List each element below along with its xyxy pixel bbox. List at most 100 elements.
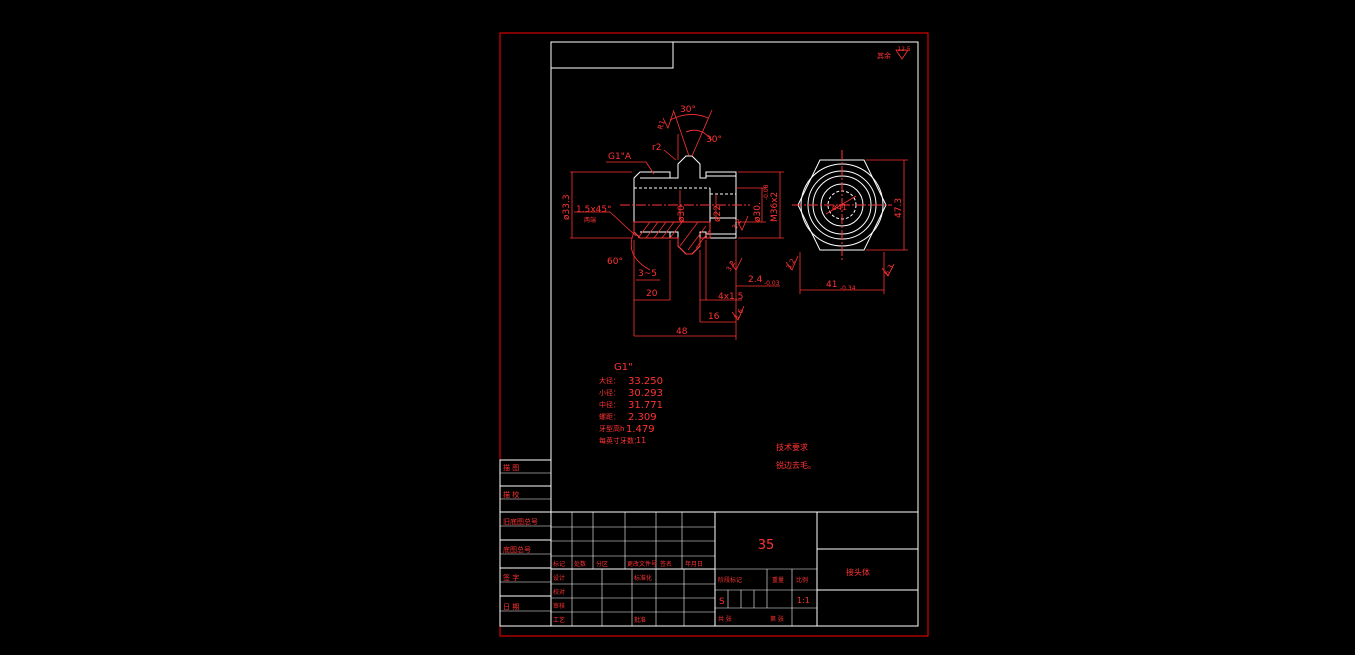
dim-text-len24: 2.4 (748, 275, 763, 285)
title-block (550, 511, 919, 627)
role-label: 校对 (553, 588, 565, 596)
side-strip-cell: 描 校 (503, 490, 519, 499)
roughness-note-label: 其余 (877, 51, 891, 60)
dim-text-len48: 48 (676, 327, 688, 337)
angle-arc-1 (669, 114, 709, 121)
roughness-note: 其余 12.5 (877, 46, 911, 60)
thread-row-value: 31.771 (628, 400, 663, 411)
outer-frame (499, 32, 929, 637)
dim-text-r2: r2 (652, 143, 661, 153)
role-label: 设计 (553, 574, 565, 582)
roughness-value: 12.5 (897, 46, 911, 53)
dim-text-len20: 20 (646, 289, 658, 299)
dim-text-d30tol: ø30. (753, 202, 763, 222)
stage-label: 阶段标记 (718, 576, 742, 584)
dim-text-d30: ø30 (677, 205, 687, 222)
rev-header: 分区 (596, 560, 608, 568)
thread-row-value: 33.250 (628, 376, 663, 387)
roughness-mark-4-icon (731, 305, 745, 321)
side-strip-cell: 签 字 (503, 573, 519, 582)
dimension-lines (570, 109, 784, 340)
chamfer-leader-d (609, 211, 637, 237)
thread-row-label: 中径： (599, 400, 620, 409)
dim-text-41: 41 (826, 280, 837, 290)
dim-text-d41: ø41 (832, 203, 847, 212)
material-value: 35 (758, 538, 775, 553)
rev-header: 签名 (660, 560, 672, 568)
thread-row-label: 牙型高h (599, 424, 624, 433)
rev-header: 更改文件号 (627, 560, 657, 568)
thread-row-value: 1.479 (626, 424, 655, 435)
thread-row-value: 11 (636, 436, 646, 445)
angle-arc-2 (685, 129, 713, 141)
sheet-total: 共 张 (718, 615, 732, 623)
dim-text-d22: ø22 (713, 205, 723, 222)
dim-text-chamfer: 1.5x45° (576, 205, 612, 215)
roughness-mark-3-icon (729, 257, 743, 271)
side-strip-cell: 日 期 (503, 603, 519, 611)
side-strip-texts: 描 图 描 校 旧底图总号 底图总号 签 字 日 期 (503, 463, 538, 611)
thread-row-value: 2.309 (628, 412, 657, 423)
roughness-mark-6-icon (785, 255, 799, 271)
tech-req-line1: 锐边去毛。 (776, 460, 816, 470)
roughness-mark-2-icon (737, 215, 749, 231)
rev-header: 处数 (574, 560, 586, 568)
weight-label: 重量 (772, 576, 784, 584)
thread-row-value: 30.293 (628, 388, 663, 399)
dim-text-len35: 3~5 (638, 269, 657, 279)
side-strip-cell: 底图总号 (503, 545, 531, 554)
r2-leader (663, 149, 677, 161)
end-view (792, 150, 892, 260)
dim-text-d30tol-sub: -0.08 (763, 184, 770, 200)
rev-header: 年月日 (685, 560, 703, 568)
dim-text-len24-tol: -0.03 (764, 280, 780, 287)
part-name: 接头体 (846, 567, 870, 577)
side-strip-cell: 旧底图总号 (503, 517, 538, 526)
angle-60-arc (630, 231, 651, 271)
g-leader-d (645, 161, 655, 175)
stage-mark: S (719, 597, 725, 607)
title-block-texts: 35 接头体 标记 处数 分区 更改文件号 签名 年月日 设计 校对 审核 工艺… (553, 538, 870, 624)
scale-value: 1:1 (797, 596, 810, 605)
dim-text-gref: G1"A (608, 152, 632, 162)
dim-text-ang1: 30° (680, 105, 696, 115)
thread-row-label: 螺距： (599, 412, 620, 421)
thread-row-label: 每英寸牙数： (599, 436, 641, 445)
dim-text-d333: ø33.3 (562, 194, 572, 220)
dim-text-len4x15: 4x1.5 (718, 292, 743, 302)
thread-row-label: 小径： (599, 388, 620, 397)
role-label: 工艺 (553, 616, 565, 624)
dimension-texts: 30° 30° R1 r2 G1"A ø33.3 1.5x45° 两端 ø30 … (562, 105, 895, 337)
angle-leader-1 (673, 111, 690, 157)
roughness-mark-1-icon (662, 109, 675, 130)
dim-text-r1: R1 (656, 119, 667, 131)
side-strip-cell: 描 图 (503, 463, 519, 472)
tech-requirements: 技术要求 锐边去毛。 (776, 442, 816, 470)
dim-text-ang2: 30° (706, 135, 722, 145)
side-strip (499, 459, 552, 627)
dim-text-chamfer-sub: 两端 (584, 216, 596, 224)
rev-header: 标记 (553, 560, 565, 568)
sheet-no: 第 张 (770, 615, 784, 623)
tech-req-title: 技术要求 (776, 442, 808, 452)
roughness-marks (662, 109, 895, 321)
angle-leader-2 (691, 109, 713, 157)
thread-table: G1" 大径： 33.250 小径： 30.293 中径： 31.771 螺距：… (599, 362, 663, 445)
dim-text-41-tol: -0.34 (840, 285, 856, 292)
dim-text-m36: M36x2 (770, 192, 780, 222)
thread-row-label: 大径： (599, 376, 620, 385)
dim-d41 (825, 195, 857, 215)
section-view (620, 155, 750, 255)
dim-text-473: 47.3 (894, 198, 904, 218)
thread-table-title: G1" (614, 362, 633, 373)
hatch-lines (637, 221, 711, 251)
roughness-symbol-icon (895, 49, 909, 60)
drawing-code-box (550, 41, 674, 69)
end-view-dims (799, 159, 908, 294)
scale-label: 比例 (796, 576, 808, 584)
dim-text-len16: 16 (708, 312, 720, 322)
end-view-texts: 47.3 41 -0.34 ø41 (826, 198, 904, 292)
bottom-label: 标准化 (634, 574, 652, 582)
bottom-label: 批准 (634, 616, 646, 624)
